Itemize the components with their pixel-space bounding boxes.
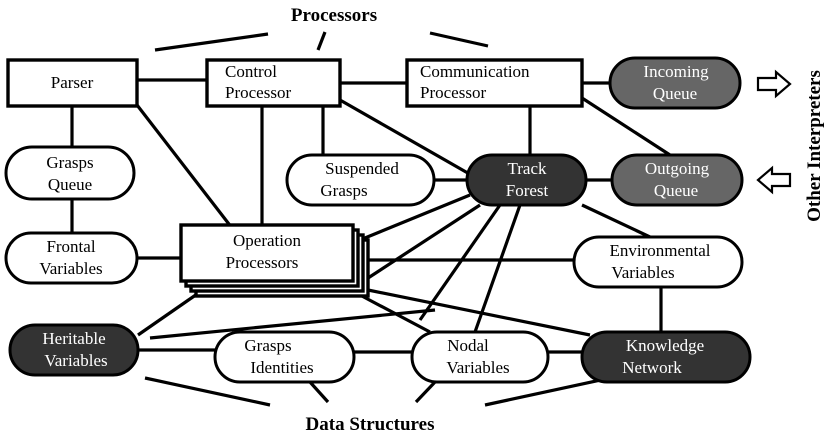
knowledge-network-label-1: Knowledge [626, 336, 704, 355]
parser-node: Parser [6, 58, 139, 108]
edge-trackforest-environmental [581, 203, 651, 239]
knowledge-network-label-2: Network [622, 358, 682, 377]
operation-processors-label-2: Processors [226, 253, 299, 272]
right-arrow-icon [756, 69, 792, 99]
data-structures-bracket [144, 376, 611, 407]
suspended-grasps-node: Suspended Grasps [285, 153, 436, 207]
edge-trackforest-nodal [473, 204, 522, 333]
operation-processors-label-1: Operation [233, 231, 301, 250]
edge-communication-outgoing [581, 96, 671, 157]
incoming-queue-label-2: Queue [653, 84, 697, 103]
edge-trackforest-operation-3 [418, 204, 502, 321]
track-forest-node: Track Forest [465, 153, 588, 207]
nodal-variables-label-2: Variables [446, 358, 509, 377]
communication-processor-label-2: Processor [420, 83, 486, 102]
control-processor-label-1: Control [225, 62, 277, 81]
outgoing-queue-label-1: Outgoing [645, 159, 710, 178]
frontal-variables-label-2: Variables [39, 259, 102, 278]
environmental-variables-node: Environmental Variables [572, 235, 744, 289]
track-forest-label-2: Forest [506, 181, 549, 200]
environmental-variables-label-2: Variables [611, 263, 674, 282]
incoming-queue-label-1: Incoming [643, 62, 709, 81]
control-processor-label-2: Processor [225, 83, 291, 102]
grasps-queue-node: Grasps Queue [4, 145, 136, 201]
edge-heritable-trackforest [149, 308, 436, 340]
grasps-identities-label-1: Grasps [244, 336, 291, 355]
knowledge-network-node: Knowledge Network [580, 330, 752, 384]
nodal-variables-label-1: Nodal [447, 336, 489, 355]
parser-label: Parser [51, 73, 94, 92]
grasps-identities-label-2: Identities [250, 358, 313, 377]
edge-operation-knowledge [367, 288, 591, 337]
outgoing-queue-label-2: Queue [654, 181, 698, 200]
processors-header: Processors [291, 5, 377, 26]
connection-edges [70, 78, 671, 354]
track-forest-label-1: Track [507, 159, 547, 178]
suspended-grasps-label-1: Suspended [325, 159, 399, 178]
grasps-identities-node: Grasps Identities [213, 330, 356, 384]
frontal-variables-node: Frontal Variables [4, 231, 139, 285]
other-interpreters-header: Other Interpreters [804, 70, 825, 222]
heritable-variables-node: Heritable Variables [8, 323, 140, 377]
incoming-queue-node: Incoming Queue [608, 56, 742, 110]
heritable-variables-label-1: Heritable [42, 329, 105, 348]
edge-trackforest-operation-2 [364, 203, 481, 282]
heritable-variables-label-2: Variables [44, 351, 107, 370]
communication-processor-label-1: Communication [420, 62, 530, 81]
edge-trackforest-operation-1 [359, 193, 471, 242]
grasps-queue-label-1: Grasps [46, 153, 93, 172]
edge-heritable-operation [137, 290, 201, 337]
outgoing-queue-node: Outgoing Queue [610, 153, 744, 207]
edge-parser-operation [135, 104, 234, 229]
communication-processor-node: Communication Processor [405, 58, 584, 108]
left-arrow-icon [756, 165, 792, 195]
data-structures-header: Data Structures [306, 414, 435, 435]
control-processor-node: Control Processor [205, 58, 342, 108]
suspended-grasps-label-2: Grasps [320, 181, 367, 200]
nodal-variables-node: Nodal Variables [410, 330, 550, 384]
grasps-queue-label-2: Queue [48, 175, 92, 194]
processors-bracket [154, 31, 489, 52]
environmental-variables-label-1: Environmental [609, 241, 710, 260]
frontal-variables-label-1: Frontal [46, 237, 95, 256]
operation-processors-node: Operation Processors [179, 223, 370, 298]
edge-control-trackforest [339, 98, 481, 182]
